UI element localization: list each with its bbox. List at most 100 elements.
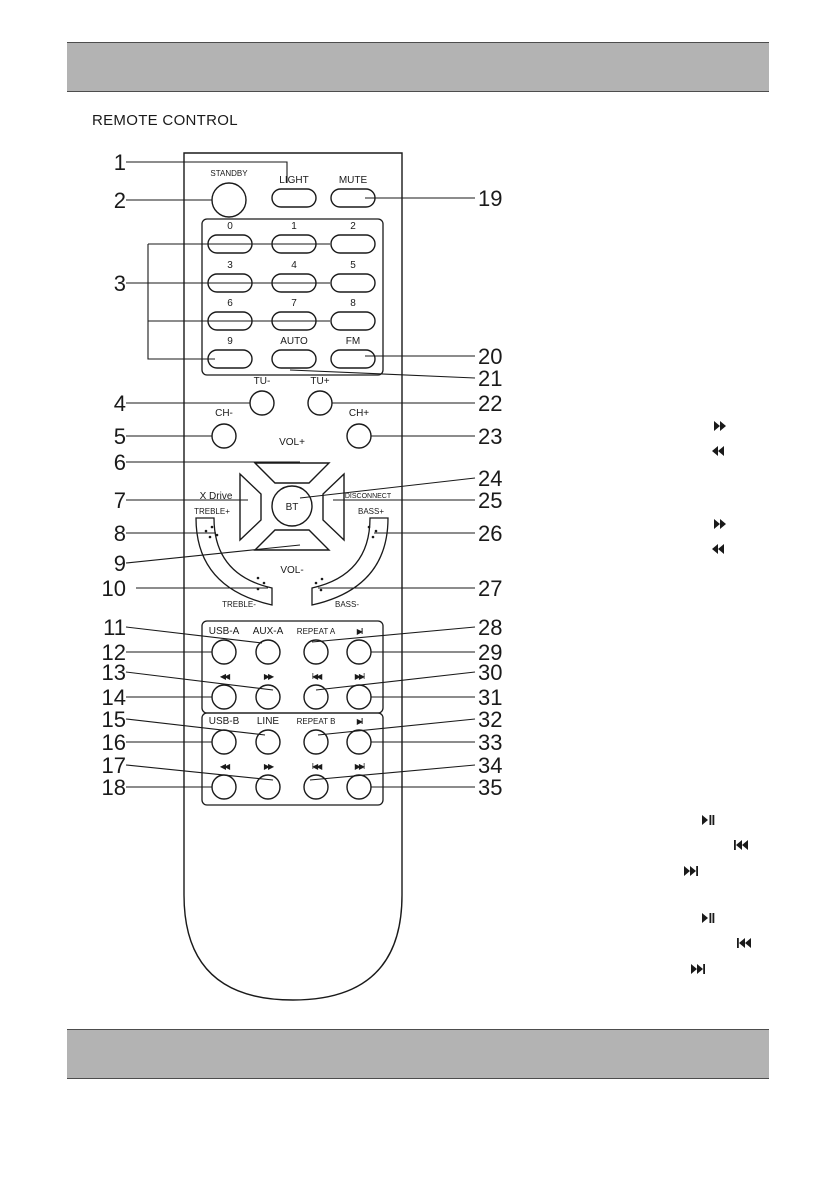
repeat-a-button[interactable]	[303, 639, 329, 665]
leader-line-28	[311, 626, 476, 643]
line-button[interactable]	[255, 729, 281, 755]
callout-number-12: 12	[102, 640, 126, 665]
num-8-label: 8	[350, 298, 356, 309]
standby-label: STANDBY	[210, 169, 248, 178]
dpad-center-label: BT	[286, 502, 299, 513]
callout-number-16: 16	[102, 730, 126, 755]
fm-label: FM	[346, 336, 360, 347]
next-a-label: ▶▶I	[355, 672, 366, 681]
callout-number-33: 33	[478, 730, 502, 755]
arcs-treble-minus-label: TREBLE-	[222, 600, 256, 609]
tu-minus-label: TU-	[254, 376, 271, 387]
header-band	[67, 42, 769, 92]
leader-line-30	[315, 671, 476, 691]
callout-number-2: 2	[114, 188, 126, 213]
num-5-button[interactable]	[330, 273, 376, 293]
repeat-a-label: REPEAT A	[297, 627, 336, 636]
play-pause-b-label: ▶II	[357, 717, 364, 726]
prev-b-label: I◀◀	[312, 762, 323, 771]
callout-number-30: 30	[478, 660, 502, 685]
line-label: LINE	[257, 716, 280, 727]
skip-next-icon	[691, 964, 705, 974]
ff-b-button[interactable]	[255, 774, 281, 800]
dpad-down-label: VOL-	[280, 565, 303, 576]
callout-number-27: 27	[478, 576, 502, 601]
callout-number-22: 22	[478, 391, 502, 416]
aux-a-button[interactable]	[255, 639, 281, 665]
x-drive-key[interactable]	[239, 472, 262, 542]
arcs-bass-minus-label: BASS-	[335, 600, 359, 609]
leader-line-32	[317, 718, 476, 736]
light-button[interactable]	[271, 188, 317, 208]
callout-number-13: 13	[102, 660, 126, 685]
leader-line-9	[125, 544, 301, 564]
aux-a-label: AUX-A	[253, 626, 284, 637]
callout-number-6: 6	[114, 450, 126, 475]
num-8-button[interactable]	[330, 311, 376, 331]
ff-b-label: ▶▶	[264, 762, 275, 771]
rewind-icon	[712, 544, 724, 554]
num-5-label: 5	[350, 260, 356, 271]
num-7-label: 7	[291, 298, 297, 309]
leader-line-15	[125, 718, 266, 736]
arcs-treble-plus-label: TREBLE+	[194, 507, 230, 516]
leader-line-34	[309, 764, 476, 781]
mute-label: MUTE	[339, 175, 368, 186]
dpad-left-label: X Drive	[200, 491, 233, 502]
leader-line-1	[126, 161, 288, 183]
leader-line-17	[125, 764, 274, 781]
callout-number-11: 11	[103, 615, 126, 640]
callout-number-34: 34	[478, 753, 502, 778]
callout-number-24: 24	[478, 466, 502, 491]
source-b-panel	[201, 712, 384, 806]
callout-number-21: 21	[478, 366, 502, 391]
arcs-bass-plus-label: BASS+	[358, 507, 384, 516]
callout-number-7: 7	[114, 488, 126, 513]
callout-number-25: 25	[478, 488, 502, 513]
num-2-label: 2	[350, 221, 356, 232]
num-9-label: 9	[227, 336, 233, 347]
next-b-label: ▶▶I	[355, 762, 366, 771]
callout-number-14: 14	[102, 685, 126, 710]
callout-number-9: 9	[114, 551, 126, 576]
vol-plus-key[interactable]	[253, 462, 331, 484]
vol-minus-key[interactable]	[253, 529, 331, 551]
usb-b-label: USB-B	[209, 716, 240, 727]
callout-number-23: 23	[478, 424, 502, 449]
num-3-label: 3	[227, 260, 233, 271]
bt-button[interactable]	[271, 485, 313, 527]
callout-number-5: 5	[114, 424, 126, 449]
disconnect-key[interactable]	[322, 472, 345, 542]
play-pause-icon	[702, 815, 715, 825]
num-1-label: 1	[291, 221, 297, 232]
play-pause-a-label: ▶II	[357, 627, 364, 636]
repeat-b-label: REPEAT B	[297, 717, 336, 726]
fast-forward-icon	[714, 519, 726, 529]
callout-number-10: 10	[102, 576, 126, 601]
treble-arc-key[interactable]	[195, 517, 273, 606]
bass-arc-key[interactable]	[311, 517, 389, 606]
callout-number-26: 26	[478, 521, 502, 546]
callout-number-8: 8	[114, 521, 126, 546]
play-pause-icon	[702, 913, 715, 923]
callout-number-3: 3	[114, 271, 126, 296]
callout-number-18: 18	[102, 775, 126, 800]
fm-button[interactable]	[330, 349, 376, 369]
num-2-button[interactable]	[330, 234, 376, 254]
callout-number-4: 4	[114, 391, 126, 416]
callout-number-19: 19	[478, 186, 502, 211]
ff-a-button[interactable]	[255, 684, 281, 710]
callout-number-15: 15	[102, 707, 126, 732]
auto-button[interactable]	[271, 349, 317, 369]
callout-number-35: 35	[478, 775, 502, 800]
skip-previous-icon	[734, 840, 748, 850]
callout-number-28: 28	[478, 615, 502, 640]
callout-number-31: 31	[478, 685, 502, 710]
callout-number-32: 32	[478, 707, 502, 732]
repeat-b-button[interactable]	[303, 729, 329, 755]
prev-b-button[interactable]	[303, 774, 329, 800]
page-title: REMOTE CONTROL	[92, 112, 238, 129]
prev-a-button[interactable]	[303, 684, 329, 710]
